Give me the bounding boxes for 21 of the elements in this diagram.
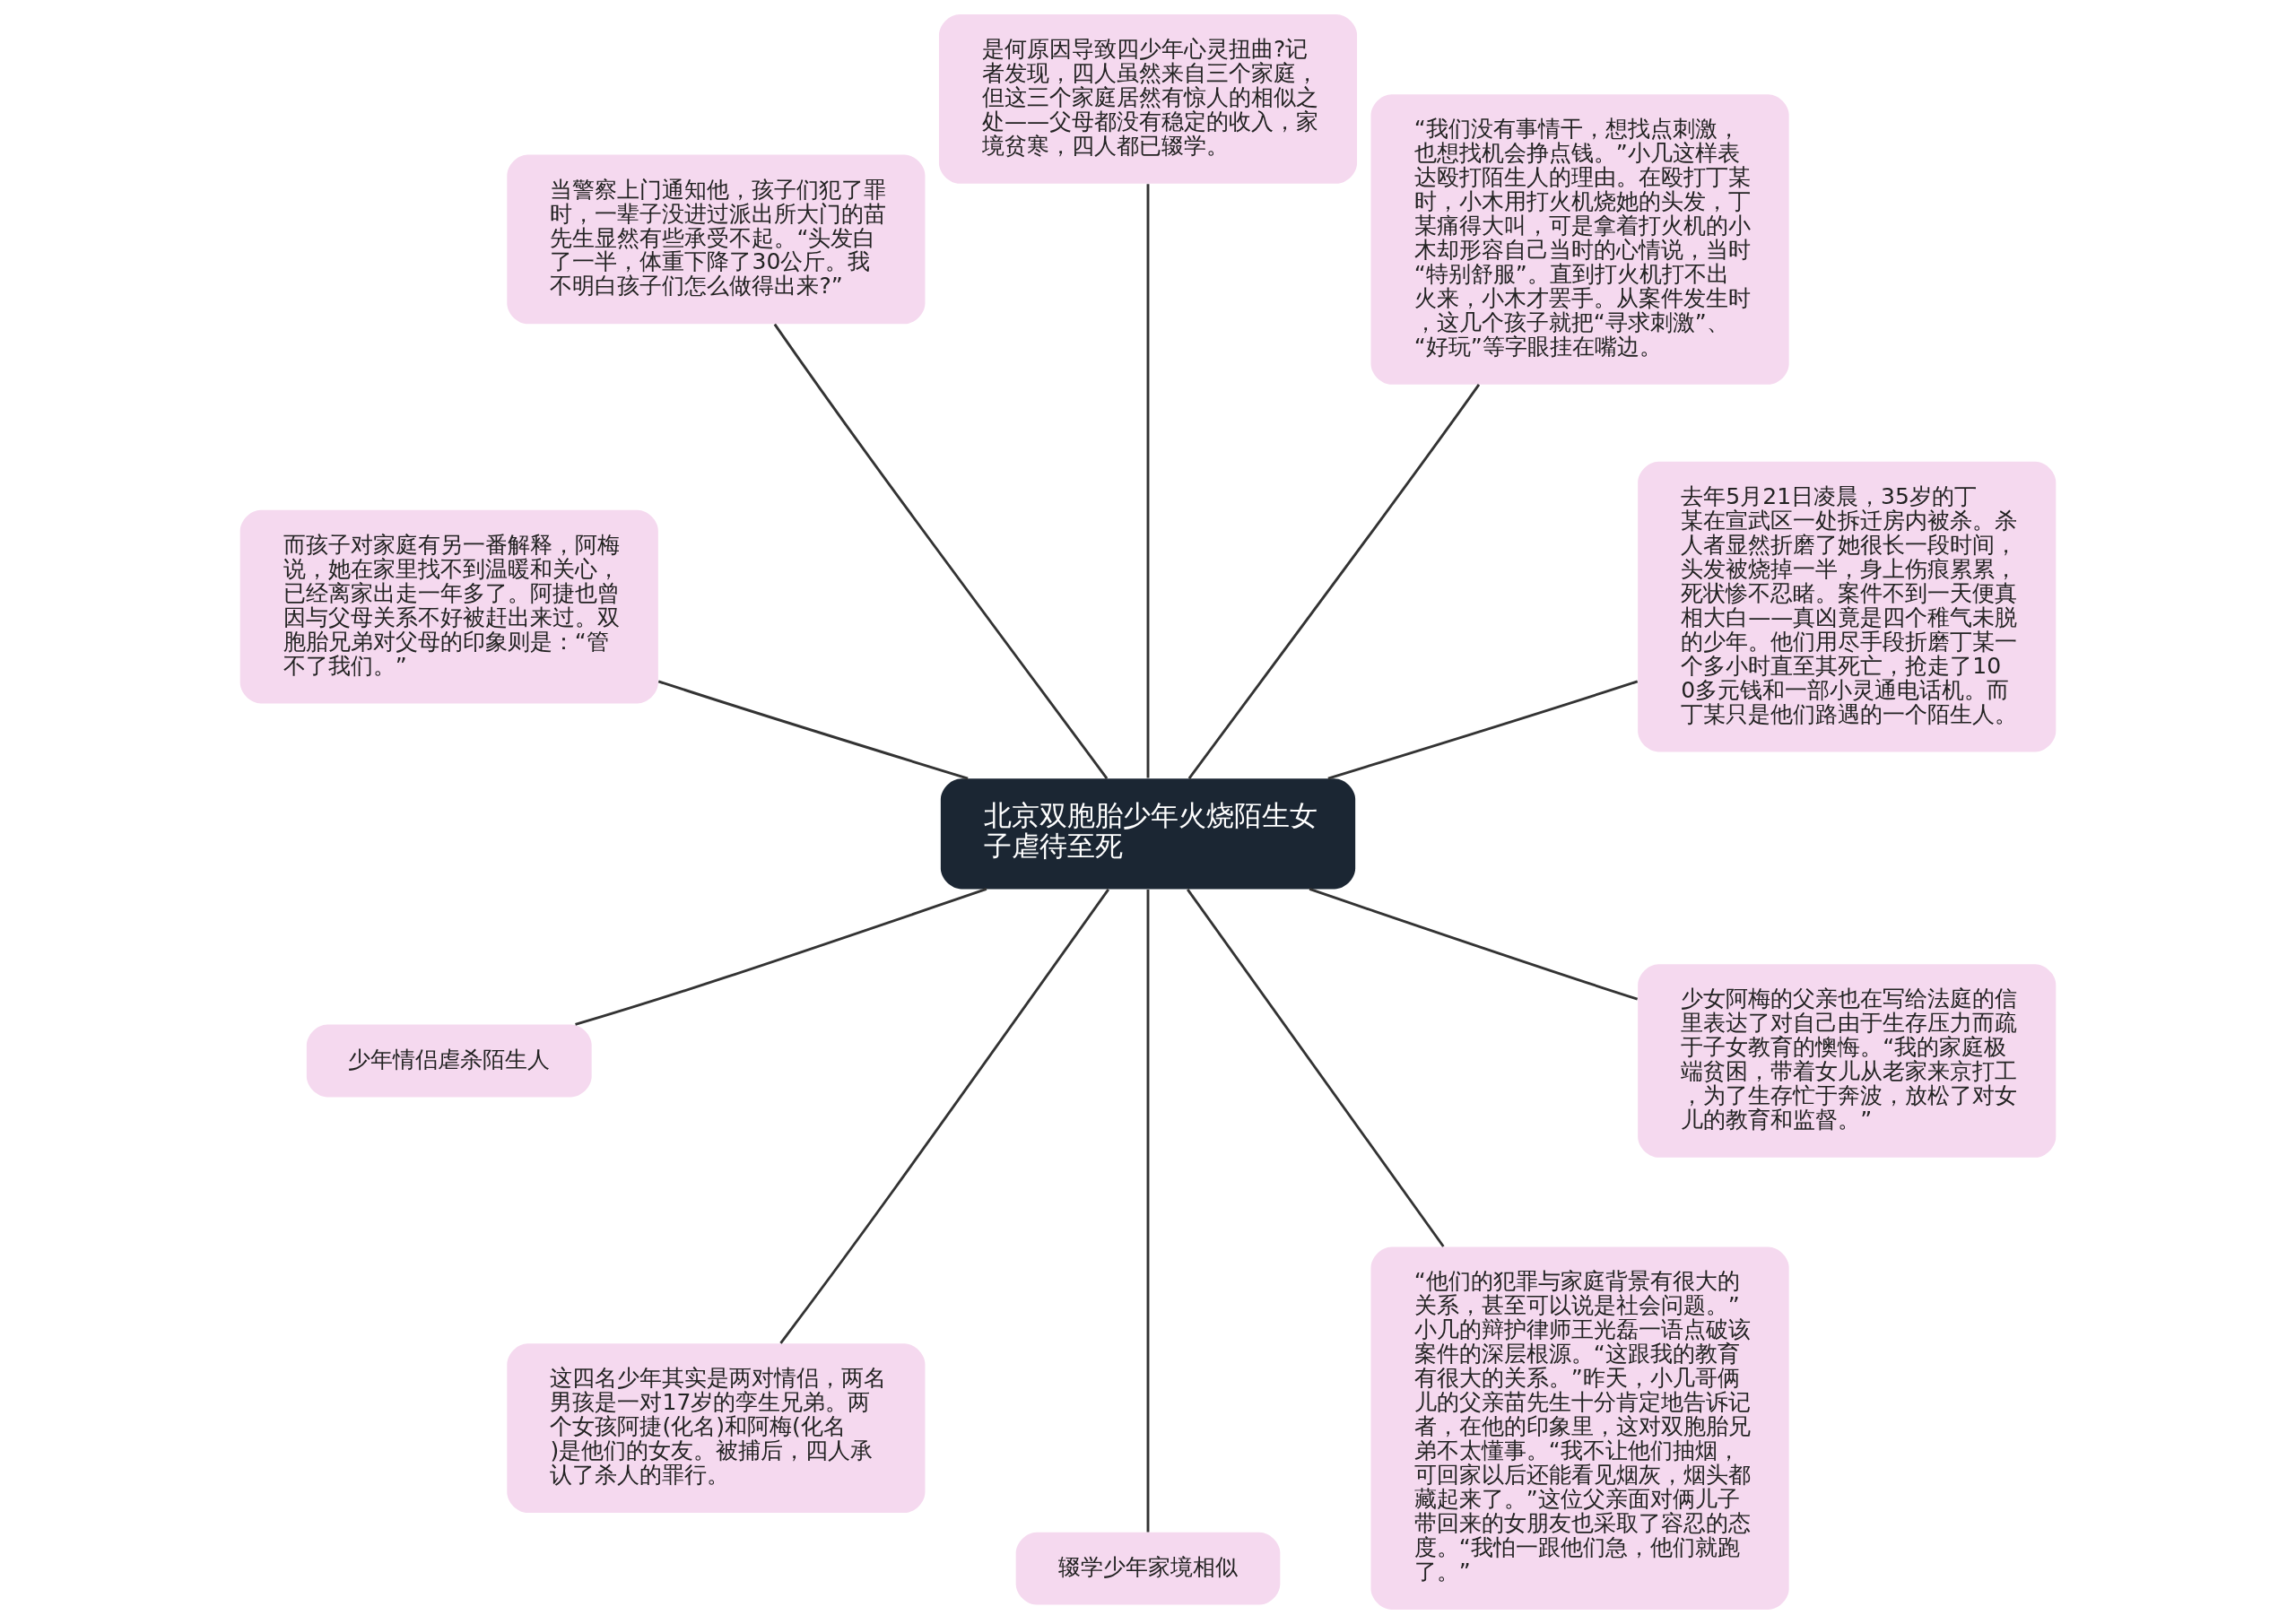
- connector: [1309, 888, 1639, 1001]
- connector: [1327, 680, 1639, 780]
- connector: [1187, 889, 1445, 1247]
- connector: [779, 889, 1109, 1344]
- connector: [1187, 383, 1481, 779]
- node-box: “我们没有事情干，想找点刺激，也想找机会挣点钱。”小几这样表达殴打陌生人的理由。在殴打丁某时，小木用打火机烧她的头发，丁某痛得大叫，可是拿着打火机的小木却形容自己当时的心情说，当时“特别舒服”。直到打火机打不出火来，小木才罢手。从案件发生时，这几个孩子就把“寻求刺激”、“好玩”等字眼挂在嘴边。: [1370, 94, 1789, 385]
- node-box: “他们的犯罪与家庭背景有很大的关系，甚至可以说是社会问题。”小几的辩护律师王光磊一语点破该案件的深层根源。“这跟我的教育有很大的关系。”昨天，小几哥俩儿的父亲苗先生十分肯定地告诉记者，在他的印象里，这对双胞胎兄弟不太懂事。“我不让他们抽烟，可回家以后还能看见烟灰，烟头都藏起来了。”这位父亲面对俩儿子带回来的女朋友也采取了容忍的态度。“我怕一跟他们急，他们就跑了。”: [1370, 1246, 1789, 1610]
- node-box: 去年5月21日凌晨，35岁的丁某在宣武区一处拆迁房内被杀。杀人者显然折磨了她很长一段时间，头发被烧掉一半，身上伤痕累累，死状惨不忍睹。案件不到一天便真相大白——真凶竟是四个稚气未脱的少年。他们用尽手段折磨丁某一个多小时直至其死亡，抢走了100多元钱和一部小灵通电话机。而丁某只是他们路遇的一个陌生人。: [1638, 461, 2057, 752]
- node-box: 少女阿梅的父亲也在写给法庭的信里表达了对自己由于生存压力而疏于子女教育的懊悔。“我的家庭极端贫困，带着女儿从老家来京打工，为了生存忙于奔波，放松了对女儿的教育和监督。”: [1638, 964, 2057, 1158]
- node-box: 是何原因导致四少年心灵扭曲?记者发现，四人虽然来自三个家庭，但这三个家庭居然有惊人的相似之处——父母都没有稳定的收入，家境贫寒，四人都已辍学。: [938, 14, 1358, 184]
- node-box: 辍学少年家境相似: [1015, 1532, 1281, 1605]
- connector: [657, 680, 969, 780]
- node-box: 这四名少年其实是两对情侣，两名男孩是一对17岁的孪生兄弟。两个女孩阿捷(化名)和阿梅(化名)是他们的女友。被捕后，四人承认了杀人的罪行。: [507, 1343, 926, 1514]
- node-box: 少年情侣虐杀陌生人: [306, 1024, 592, 1098]
- connector: [1146, 890, 1150, 1533]
- connector: [773, 323, 1109, 779]
- node-box: 而孩子对家庭有另一番解释，阿梅说，她在家里找不到温暖和关心，已经离家出走一年多了。阿捷也曾因与父母关系不好被赶出来过。双胞胎兄弟对父母的印象则是：“管不了我们。”: [239, 509, 658, 704]
- node-box: 当警察上门通知他，孩子们犯了罪时，一辈子没进过派出所大门的苗先生显然有些承受不起。“头发白了一半，体重下降了30公斤。我不明白孩子们怎么做得出来?”: [507, 154, 926, 325]
- node-box: 北京双胞胎少年火烧陌生女子虐待至死: [940, 778, 1356, 890]
- connector: [575, 888, 987, 1026]
- connector: [1146, 184, 1150, 778]
